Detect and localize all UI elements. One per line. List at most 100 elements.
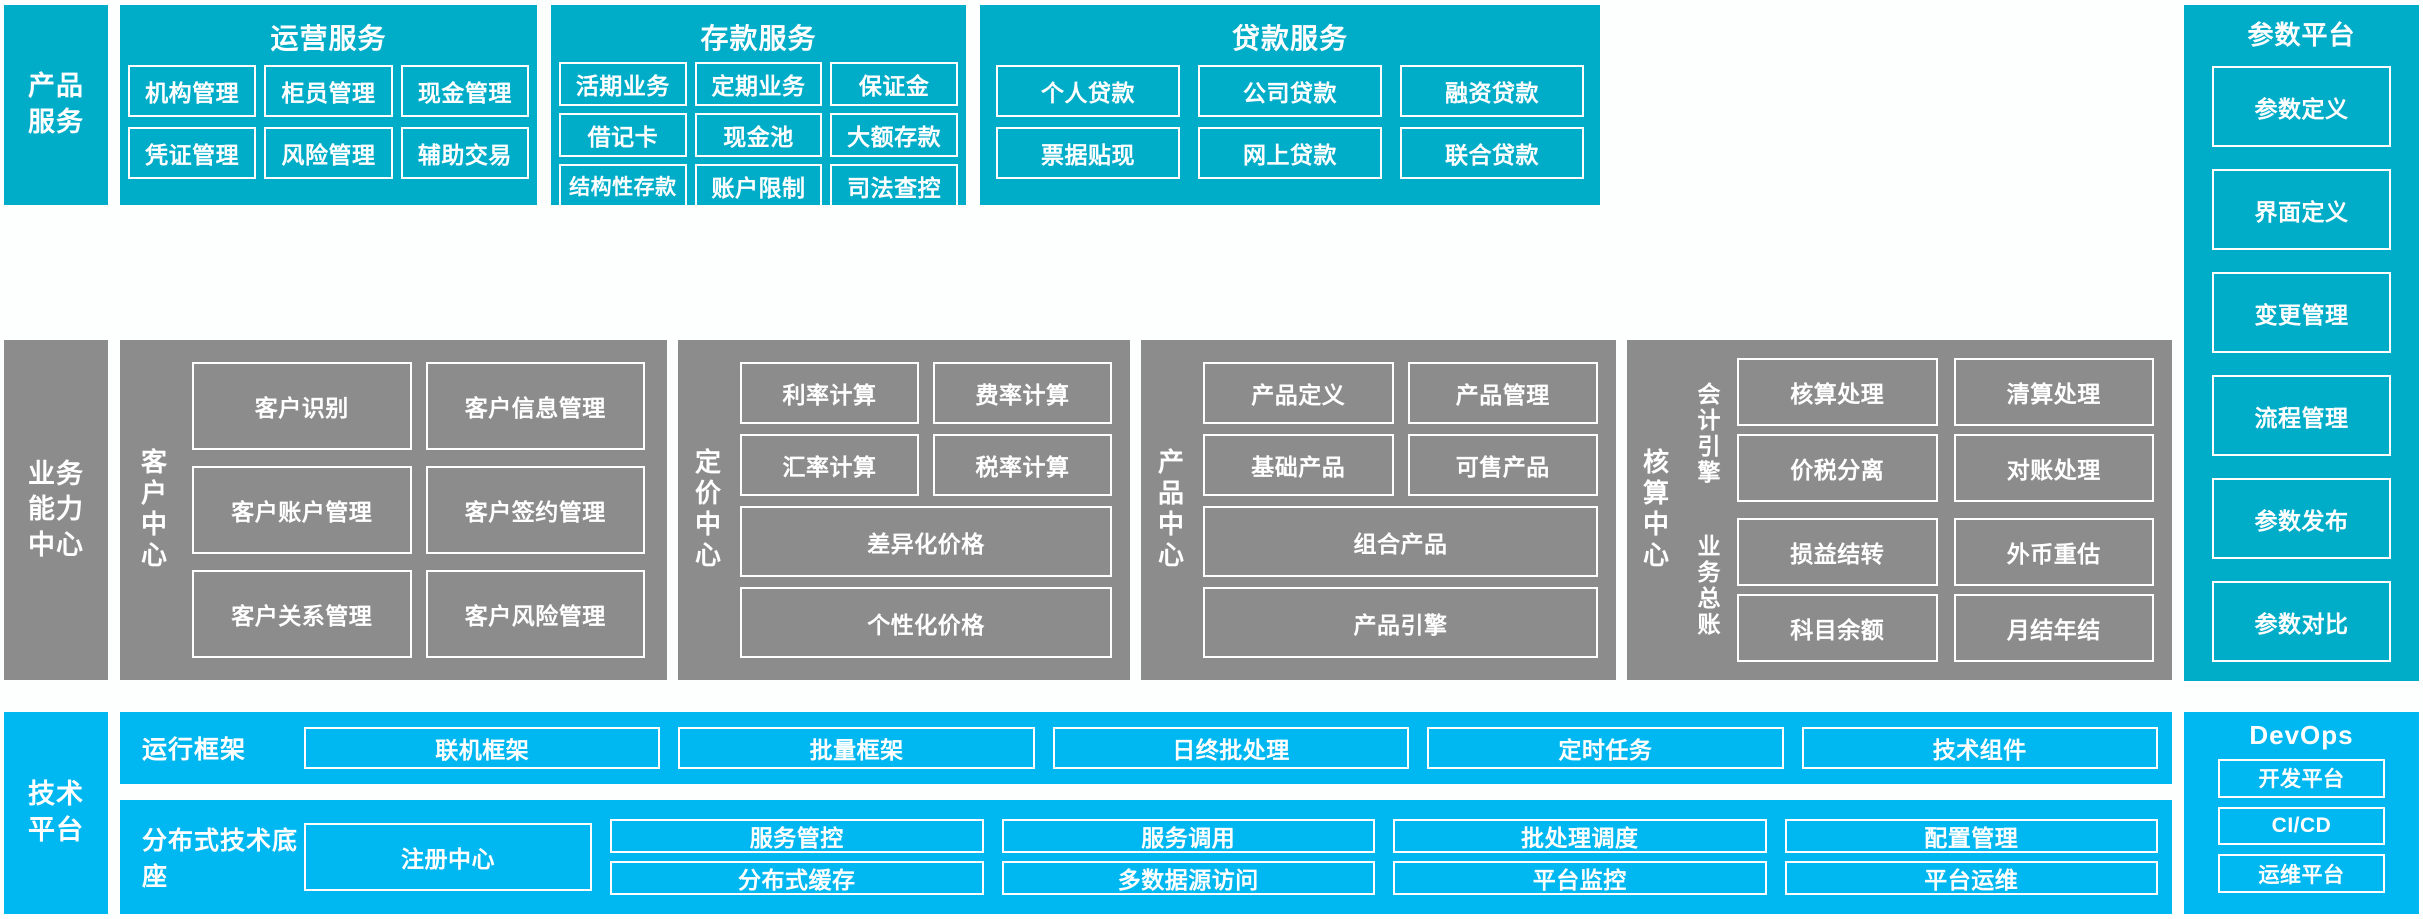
capability-cell-wide[interactable]: 差异化价格 xyxy=(740,506,1112,577)
service-cell[interactable]: 现金管理 xyxy=(400,65,529,117)
capability-cell[interactable]: 客户识别 xyxy=(192,362,412,450)
tech-cell[interactable]: 技术组件 xyxy=(1801,727,2158,769)
capability-cell[interactable]: 客户风险管理 xyxy=(425,570,645,658)
capability-cell[interactable]: 汇率计算 xyxy=(740,434,919,496)
tech-cell[interactable]: 多数据源访问 xyxy=(1001,861,1375,895)
tech-cell[interactable]: 服务管控 xyxy=(610,819,984,853)
capability-cell[interactable]: 产品定义 xyxy=(1203,362,1394,424)
center-sublabel-accounting-engine: 会计引擎 xyxy=(1694,382,1720,486)
capability-cell[interactable]: 产品管理 xyxy=(1407,362,1598,424)
capability-cell[interactable]: 外币重估 xyxy=(1953,518,2154,586)
service-cell[interactable]: 保证金 xyxy=(830,62,958,106)
tech-cell[interactable]: 平台监控 xyxy=(1393,861,1767,895)
tech-cell[interactable]: 定时任务 xyxy=(1427,727,1784,769)
tech-cell[interactable]: 批处理调度 xyxy=(1393,819,1767,853)
service-cell[interactable]: 账户限制 xyxy=(694,164,823,208)
tech-cell[interactable]: 日终批处理 xyxy=(1052,727,1410,769)
capability-cell[interactable]: 费率计算 xyxy=(933,362,1112,424)
service-cell[interactable]: 活期业务 xyxy=(559,62,687,106)
capability-cell[interactable]: 客户账户管理 xyxy=(192,466,412,554)
capability-cell[interactable]: 客户签约管理 xyxy=(425,466,645,554)
capability-cell[interactable]: 可售产品 xyxy=(1407,434,1598,496)
center-label-customer: 客户中心 xyxy=(137,448,168,572)
center-customer: 客户中心 客户识别 客户信息管理 客户账户管理 客户签约管理 客户关系管理 客户… xyxy=(120,340,667,680)
service-cell[interactable]: 网上贷款 xyxy=(1198,127,1382,179)
parameter-cell[interactable]: 流程管理 xyxy=(2212,375,2391,456)
service-cell[interactable]: 公司贷款 xyxy=(1198,65,1382,117)
band-label-business-capability-text: 业务 能力 中心 xyxy=(28,458,84,560)
center-product: 产品中心 产品定义 产品管理 基础产品 可售产品 组合产品 产品引擎 xyxy=(1141,340,1616,680)
parameter-cell[interactable]: 参数发布 xyxy=(2212,478,2391,559)
group-operations-services: 运营服务 机构管理 柜员管理 现金管理 凭证管理 风险管理 辅助交易 xyxy=(120,5,537,205)
column-parameter-platform: 参数平台 参数定义 界面定义 变更管理 流程管理 参数发布 参数对比 xyxy=(2184,5,2419,681)
parameter-cell[interactable]: 界面定义 xyxy=(2212,169,2391,250)
tech-cell[interactable]: 平台运维 xyxy=(1784,861,2158,895)
devops-cell[interactable]: 运维平台 xyxy=(2218,854,2385,893)
capability-cell-wide[interactable]: 组合产品 xyxy=(1203,506,1598,577)
capability-cell[interactable]: 利率计算 xyxy=(740,362,919,424)
service-cell[interactable]: 票据贴现 xyxy=(996,127,1180,179)
group-loan-services: 贷款服务 个人贷款 公司贷款 融资贷款 票据贴现 网上贷款 联合贷款 xyxy=(980,5,1600,205)
service-cell[interactable]: 柜员管理 xyxy=(264,65,393,117)
band-label-tech-platform: 技术 平台 xyxy=(4,712,108,914)
service-cell[interactable]: 凭证管理 xyxy=(128,127,257,179)
service-cell[interactable]: 现金池 xyxy=(694,113,823,157)
capability-cell[interactable]: 核算处理 xyxy=(1737,358,1938,426)
parameter-cell[interactable]: 参数定义 xyxy=(2212,66,2391,147)
devops-cell[interactable]: 开发平台 xyxy=(2218,759,2385,798)
capability-cell[interactable]: 对账处理 xyxy=(1953,434,2154,502)
center-label-pricing: 定价中心 xyxy=(691,448,722,572)
capability-cell[interactable]: 月结年结 xyxy=(1953,594,2154,662)
service-cell[interactable]: 结构性存款 xyxy=(559,164,687,208)
service-cell[interactable]: 辅助交易 xyxy=(400,127,529,179)
tech-row-label-runtime-framework: 运行框架 xyxy=(142,736,247,764)
capability-cell[interactable]: 价税分离 xyxy=(1737,434,1938,502)
group-title-devops: DevOps xyxy=(2249,720,2354,750)
capability-cell[interactable]: 损益结转 xyxy=(1737,518,1938,586)
group-title-parameter-platform: 参数平台 xyxy=(2247,20,2356,50)
group-title-operations: 运营服务 xyxy=(270,23,387,54)
capability-cell[interactable]: 客户信息管理 xyxy=(425,362,645,450)
service-cell[interactable]: 司法查控 xyxy=(830,164,958,208)
capability-cell[interactable]: 税率计算 xyxy=(933,434,1112,496)
tech-row-distributed-base: 分布式技术底座 注册中心 服务管控 服务调用 批处理调度 配置管理 分布式缓存 … xyxy=(120,800,2172,914)
band-label-tech-platform-text: 技术 平台 xyxy=(28,779,84,845)
service-cell[interactable]: 风险管理 xyxy=(264,127,393,179)
service-cell[interactable]: 定期业务 xyxy=(694,62,823,106)
tech-row-runtime-framework: 运行框架 联机框架 批量框架 日终批处理 定时任务 技术组件 xyxy=(120,712,2172,784)
service-cell[interactable]: 借记卡 xyxy=(559,113,687,157)
tech-row-label-distributed-base: 分布式技术底座 xyxy=(142,827,299,891)
service-cell[interactable]: 联合贷款 xyxy=(1400,127,1584,179)
center-pricing: 定价中心 利率计算 费率计算 汇率计算 税率计算 差异化价格 个性化价格 xyxy=(678,340,1130,680)
center-accounting: 核算中心 会计引擎 业务总账 核算处理 清算处理 价税分离 对账处理 损益结转 … xyxy=(1627,340,2172,680)
tech-cell-registry-center[interactable]: 注册中心 xyxy=(304,823,592,891)
capability-cell-wide[interactable]: 个性化价格 xyxy=(740,587,1112,658)
center-label-accounting: 核算中心 xyxy=(1639,448,1670,572)
center-sublabel-business-ledger: 业务总账 xyxy=(1694,534,1720,638)
tech-cell[interactable]: 服务调用 xyxy=(1001,819,1375,853)
capability-cell[interactable]: 科目余额 xyxy=(1737,594,1938,662)
capability-cell[interactable]: 客户关系管理 xyxy=(192,570,412,658)
tech-cell[interactable]: 批量框架 xyxy=(678,727,1035,769)
band-label-product-services: 产品 服务 xyxy=(4,5,108,205)
tech-cell[interactable]: 联机框架 xyxy=(304,727,661,769)
service-cell[interactable]: 大额存款 xyxy=(830,113,958,157)
column-devops: DevOps 开发平台 CI/CD 运维平台 xyxy=(2184,712,2419,914)
service-cell[interactable]: 机构管理 xyxy=(128,65,257,117)
band-label-product-services-text: 产品 服务 xyxy=(28,71,84,137)
parameter-cell[interactable]: 变更管理 xyxy=(2212,272,2391,353)
center-label-product: 产品中心 xyxy=(1154,448,1185,572)
service-cell[interactable]: 融资贷款 xyxy=(1400,65,1584,117)
group-deposit-services: 存款服务 活期业务 定期业务 保证金 借记卡 现金池 大额存款 结构性存款 账户… xyxy=(551,5,966,208)
tech-cell[interactable]: 配置管理 xyxy=(1784,819,2158,853)
capability-cell[interactable]: 清算处理 xyxy=(1953,358,2154,426)
devops-cell[interactable]: CI/CD xyxy=(2218,806,2385,846)
group-title-loan: 贷款服务 xyxy=(1231,23,1348,54)
parameter-cell[interactable]: 参数对比 xyxy=(2212,581,2391,662)
capability-cell-wide[interactable]: 产品引擎 xyxy=(1203,587,1598,658)
tech-cell[interactable]: 分布式缓存 xyxy=(610,861,984,895)
band-label-business-capability: 业务 能力 中心 xyxy=(4,340,108,680)
service-cell[interactable]: 个人贷款 xyxy=(996,65,1180,117)
capability-cell[interactable]: 基础产品 xyxy=(1203,434,1394,496)
